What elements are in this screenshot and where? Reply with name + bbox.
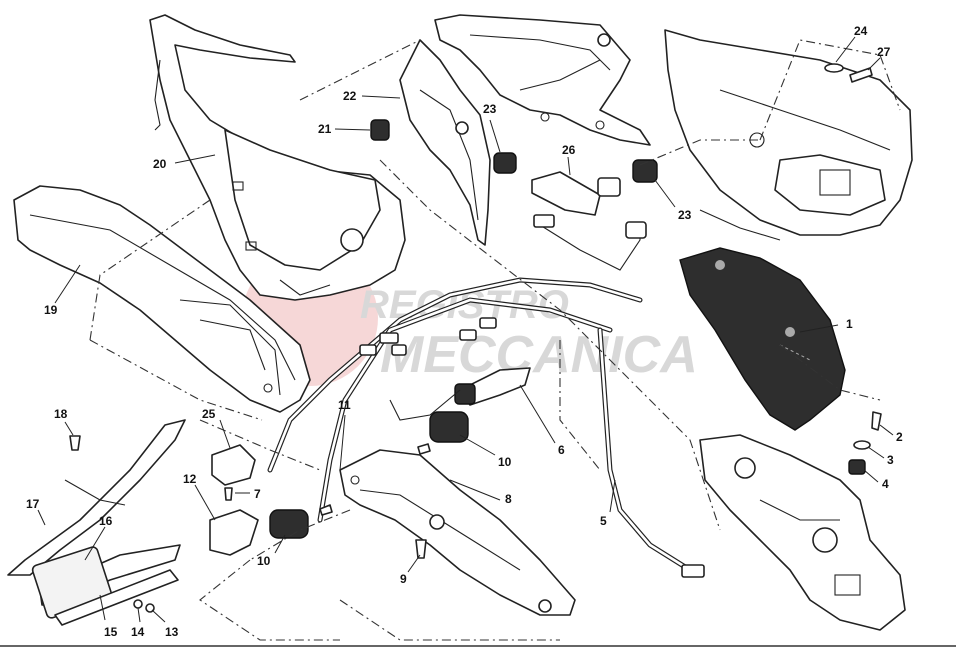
callout-13: 13 — [165, 625, 179, 639]
callout-18: 18 — [54, 407, 68, 421]
grommets-10 — [269, 411, 469, 539]
callout-23-upper: 23 — [483, 102, 497, 116]
callout-10-lower: 10 — [257, 554, 271, 568]
callout-2: 2 — [896, 430, 903, 444]
tail-unit-upper — [434, 14, 651, 146]
lamp-12 — [209, 509, 259, 556]
connector-25 — [211, 444, 256, 486]
screw-10-fastener — [417, 443, 431, 455]
bushing-4 — [848, 459, 866, 475]
buffer-21 — [370, 119, 390, 141]
callout-16: 16 — [99, 514, 113, 528]
screw-7 — [224, 487, 233, 501]
screw-2 — [871, 411, 882, 431]
callout-20: 20 — [153, 157, 167, 171]
plate-holder-8 — [339, 449, 576, 616]
buffers — [370, 119, 658, 183]
wiring-harness — [267, 224, 705, 578]
screw-11 — [319, 504, 333, 516]
mount-bracket-lower-right — [699, 434, 906, 631]
callout-19: 19 — [44, 303, 58, 317]
callout-22: 22 — [343, 89, 357, 103]
callout-15: 15 — [104, 625, 118, 639]
buffer-23b — [632, 159, 658, 183]
callout-23-right: 23 — [678, 208, 692, 222]
hardware — [69, 63, 882, 613]
washer-3 — [853, 440, 871, 450]
washer-24 — [824, 63, 844, 73]
callout-17: 17 — [26, 497, 40, 511]
watermark-text-2: MECCANICA — [380, 326, 698, 384]
callout-5: 5 — [600, 514, 607, 528]
callout-9: 9 — [400, 572, 407, 586]
callout-6: 6 — [558, 443, 565, 457]
cover-1 — [679, 247, 846, 431]
callout-14: 14 — [131, 625, 145, 639]
callout-25: 25 — [202, 407, 216, 421]
screw-18 — [69, 435, 81, 451]
rear-frame-section — [664, 29, 913, 241]
bracket-22 — [399, 39, 491, 246]
callout-12: 12 — [183, 472, 197, 486]
buffer-23a — [493, 152, 517, 174]
side-panel-19 — [13, 185, 311, 413]
callout-1: 1 — [846, 317, 853, 331]
callout-8: 8 — [505, 492, 512, 506]
leader-lines — [37, 36, 894, 623]
callout-24: 24 — [854, 24, 868, 38]
callout-labels: 1 2 3 4 5 6 7 8 9 10 10 11 12 13 14 15 1… — [26, 24, 903, 639]
callout-21: 21 — [318, 122, 332, 136]
callout-4: 4 — [882, 477, 889, 491]
washer-14 — [133, 599, 143, 609]
callout-26: 26 — [562, 143, 576, 157]
callout-7: 7 — [254, 487, 261, 501]
callout-11: 11 — [338, 398, 351, 412]
callout-3: 3 — [887, 453, 894, 467]
callout-27: 27 — [877, 45, 891, 59]
callout-10-upper: 10 — [498, 455, 512, 469]
tail-frame-20 — [149, 14, 406, 301]
module-26 — [531, 171, 647, 239]
strip-15 — [54, 569, 179, 626]
screw-27 — [849, 67, 873, 83]
screw-9 — [415, 539, 427, 559]
